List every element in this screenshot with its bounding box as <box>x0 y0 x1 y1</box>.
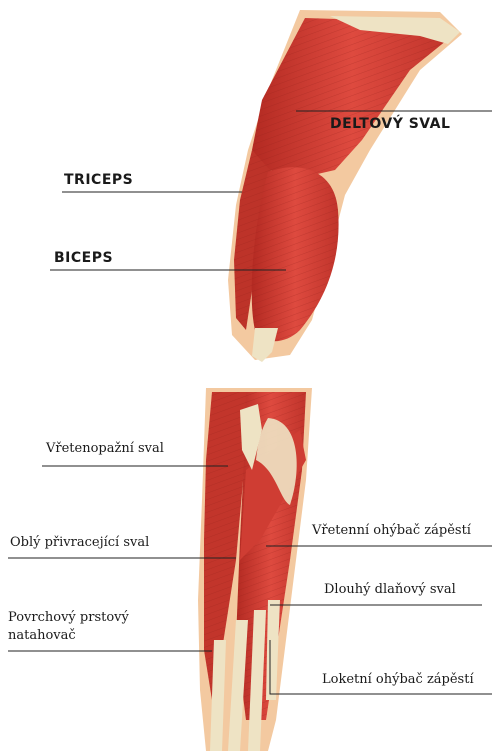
label-flexor-carpi-radialis: Vřetenní ohýbač zápěstí <box>312 523 471 538</box>
biceps-fibers <box>252 167 339 341</box>
label-deltoid: DELTOVÝ SVAL <box>330 116 450 132</box>
label-triceps: TRICEPS <box>64 172 133 188</box>
label-pronator-teres: Oblý přivracející sval <box>10 535 149 550</box>
label-palmaris-longus: Dlouhý dlaňový sval <box>324 582 456 597</box>
label-finger-extensor-line2: natahovač <box>8 628 76 643</box>
label-brachioradialis: Vřetenopažní sval <box>46 441 164 456</box>
label-finger-extensor-line1: Povrchový prstový <box>8 610 129 625</box>
forearm <box>198 388 312 751</box>
label-flexor-carpi-ulnaris: Loketní ohýbač zápěstí <box>322 672 474 687</box>
label-biceps: BICEPS <box>54 250 113 266</box>
upper-arm <box>228 10 462 362</box>
